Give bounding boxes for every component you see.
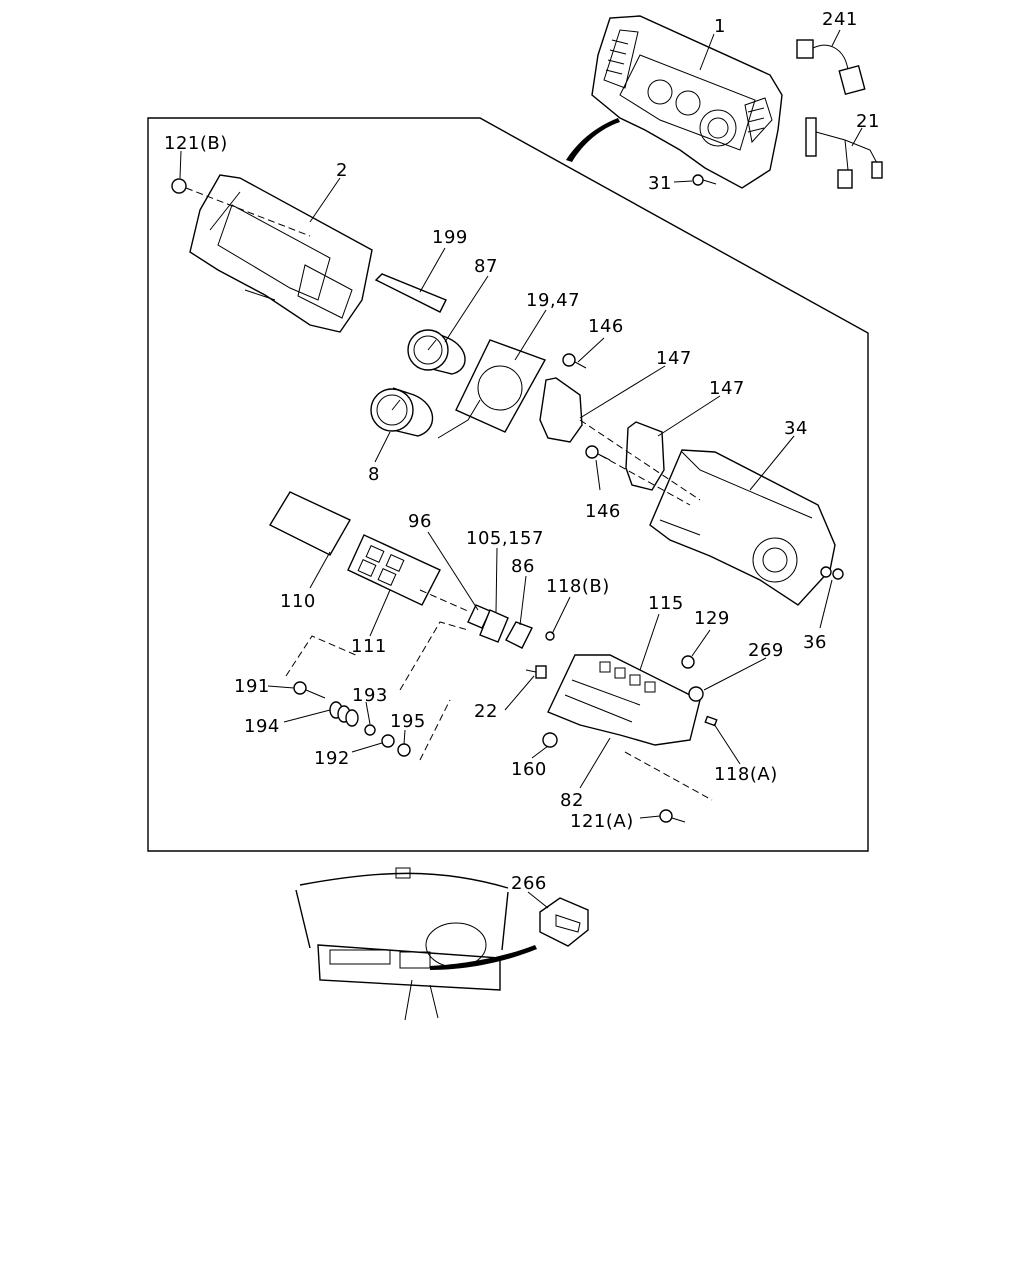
callout-121B: 121(B): [164, 133, 228, 154]
part-22-bulb: [525, 665, 547, 679]
part-36-clip: [820, 566, 844, 580]
callout-146-upper: 146: [588, 316, 624, 337]
callout-147-a: 147: [656, 348, 692, 369]
callout-8: 8: [368, 464, 380, 485]
callout-191: 191: [234, 676, 270, 697]
part-121A-screw: [659, 809, 686, 823]
lamp-dash-group: [285, 621, 469, 761]
callout-269: 269: [748, 640, 784, 661]
part-193-washer: [364, 724, 376, 736]
part-266-switch: [539, 897, 589, 947]
part-160-bulb: [542, 732, 558, 748]
callout-86: 86: [511, 556, 535, 577]
callout-111: 111: [351, 636, 387, 657]
callout-121A: 121(A): [570, 811, 634, 832]
callout-19-47: 19,47: [526, 290, 580, 311]
part-86-switch: [505, 621, 533, 649]
bracket-dash-a: [579, 419, 701, 501]
callout-87: 87: [474, 256, 498, 277]
panel-dash: [419, 589, 471, 613]
part-1-instrument-cluster: [591, 15, 783, 189]
exploded-view-frame: [147, 117, 869, 852]
cluster-pointer-arrow: [566, 118, 620, 162]
part-8-gauge: [370, 387, 434, 437]
dashboard-inset: [295, 867, 509, 1021]
part-192-washer: [381, 734, 395, 748]
callout-1: 1: [714, 16, 726, 37]
callout-36: 36: [803, 632, 827, 653]
part-21-harness: [805, 117, 883, 189]
callout-22: 22: [474, 701, 498, 722]
part-195-washer: [397, 743, 411, 757]
part-87-gauge: [407, 329, 466, 375]
part-191-bulb: [293, 681, 326, 699]
callout-199: 199: [432, 227, 468, 248]
part-129-bulb: [681, 655, 695, 669]
callout-105-157: 105,157: [466, 528, 544, 549]
part-121B-screw: [171, 178, 311, 237]
part-199-strip: [374, 273, 447, 313]
part-241-connector: [796, 39, 866, 96]
dashboard-pointer-arrow: [430, 945, 537, 970]
callout-34: 34: [784, 418, 808, 439]
callout-118A: 118(A): [714, 764, 778, 785]
callout-129: 129: [694, 608, 730, 629]
callout-96: 96: [408, 511, 432, 532]
part-105-157-switch: [479, 609, 509, 643]
part-111-switch-panel: [347, 534, 441, 606]
part-146-screw-lower: [585, 445, 611, 461]
part-31-screw: [692, 174, 717, 186]
callout-82: 82: [560, 790, 584, 811]
callout-21: 21: [856, 111, 880, 132]
callout-31: 31: [648, 173, 672, 194]
part-118A-bulb: [704, 715, 718, 727]
callout-192: 192: [314, 748, 350, 769]
part-147-bracket-a: [539, 377, 583, 443]
callout-118B: 118(B): [546, 576, 610, 597]
part-110-panel: [269, 491, 351, 556]
part-34-housing: [649, 449, 836, 606]
part-115-switch-block: [547, 654, 701, 746]
part-2-bezel: [189, 174, 373, 333]
callout-2: 2: [336, 160, 348, 181]
part-147-bracket-b: [625, 421, 665, 491]
leader-lines: [179, 29, 863, 909]
callout-193: 193: [352, 685, 388, 706]
screw-dash: [624, 751, 713, 801]
part-19-47-plate: [455, 339, 547, 433]
callout-194: 194: [244, 716, 280, 737]
callout-146-lower: 146: [585, 501, 621, 522]
callout-115: 115: [648, 593, 684, 614]
callout-241: 241: [822, 9, 858, 30]
callout-110: 110: [280, 591, 316, 612]
callout-195: 195: [390, 711, 426, 732]
callout-labels: 1 2 8 19,47 21 22 31 34 36 82 86 87 96 1…: [164, 9, 880, 894]
callout-147-b: 147: [709, 378, 745, 399]
gauge-leader: [437, 399, 481, 439]
part-269-bulb: [688, 686, 704, 702]
callout-266: 266: [511, 873, 547, 894]
callout-160: 160: [511, 759, 547, 780]
bracket-dash-b: [599, 454, 691, 506]
part-146-screw-upper: [562, 353, 587, 369]
